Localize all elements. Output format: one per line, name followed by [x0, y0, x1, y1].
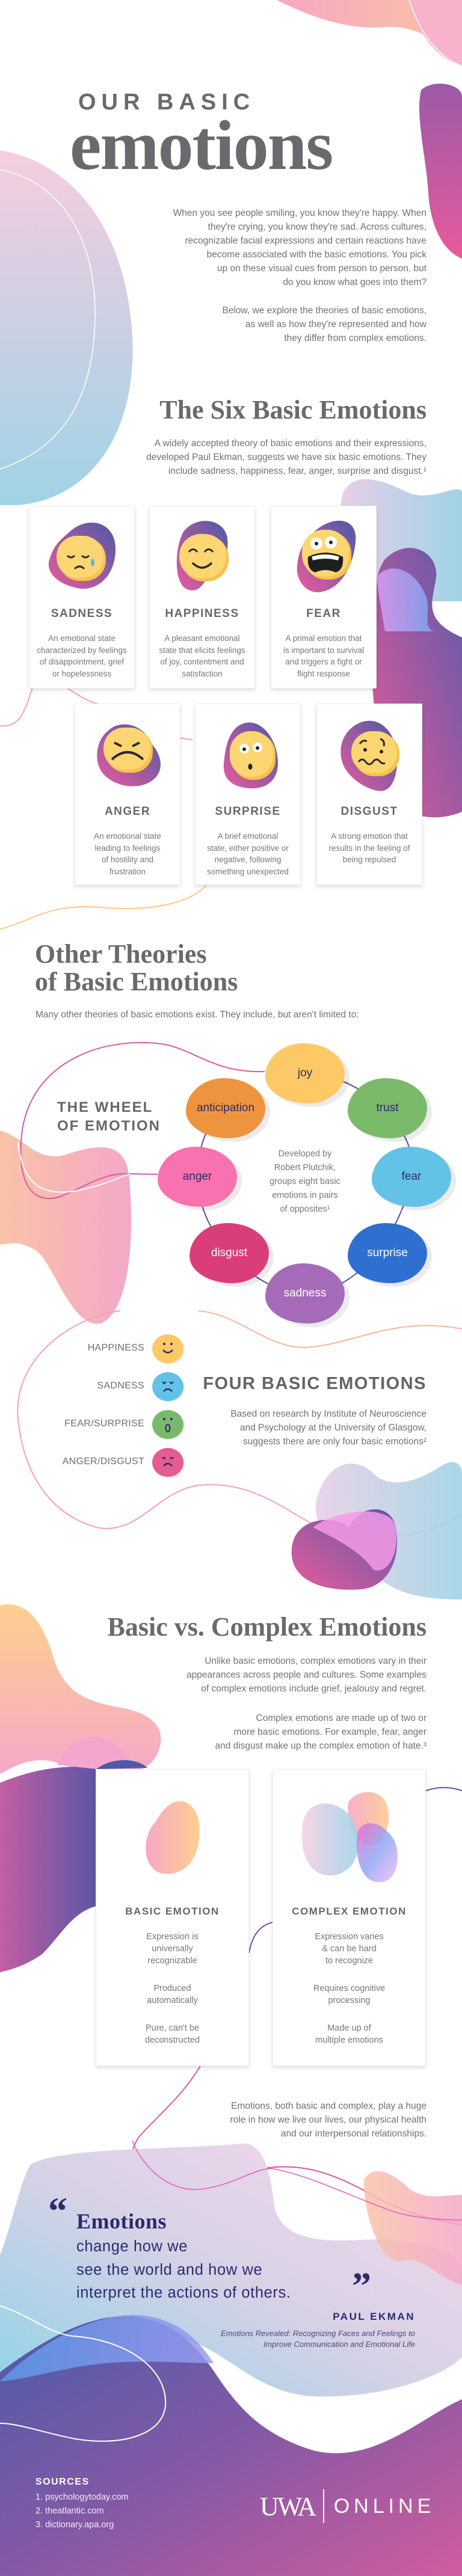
wheel-emotion-fear: fear: [372, 1147, 451, 1207]
six-basic-text: A widely accepted theory of basic emotio…: [146, 438, 427, 476]
emotion-card-disgust: DISGUST A strong emotion that results in…: [316, 704, 422, 885]
emotion-card-sadness: SADNESS An emotional state characterized…: [29, 506, 135, 688]
compare-text-2: Complex emotions are made up of two or m…: [215, 1713, 427, 1751]
bubble-label: trust: [376, 1102, 399, 1114]
quote-source: Emotions Revealed: Recognizing Faces and…: [220, 2329, 415, 2349]
wheel-emotion-anger: anger: [158, 1147, 237, 1207]
card-description: An emotional state leading to feelings o…: [94, 832, 161, 876]
angry-face-icon: [97, 724, 161, 787]
bubble-label: fear: [401, 1170, 422, 1183]
close-quote-icon: ”: [352, 2265, 371, 2307]
four-label-fear-surprise: FEAR/SURPRISE: [64, 1418, 144, 1429]
four-basic-title: FOUR BASIC EMOTIONS: [203, 1374, 427, 1393]
card-title: DISGUST: [340, 805, 398, 818]
emotion-card-surprise: SURPRISE A brief emotional state, either…: [195, 704, 301, 885]
heading-line-2: of Basic Emotions: [35, 967, 238, 996]
card-title: FEAR: [306, 607, 341, 620]
emotion-card-happiness: HAPPINESS A pleasant emotional state tha…: [149, 506, 255, 688]
logo-divider: [323, 2489, 324, 2523]
four-basic-text: Based on research by Institute of Neuros…: [230, 1409, 427, 1447]
bubble-label: sadness: [283, 1287, 327, 1299]
intro-paragraph: When you see people smiling, you know th…: [173, 208, 427, 287]
logo-text: ONLINE: [333, 2494, 436, 2518]
sources-title: SOURCES: [35, 2477, 90, 2487]
card-description: A pleasant emotional state that elicits …: [159, 634, 245, 678]
fear-face-icon: [297, 520, 356, 592]
sad-face-icon: [48, 523, 116, 589]
four-label-sadness: SADNESS: [97, 1381, 144, 1391]
wheel-emotion-trust: trust: [348, 1078, 427, 1138]
emotion-card-anger: ANGER An emotional state leading to feel…: [75, 704, 180, 885]
bubble-label: anticipation: [196, 1102, 255, 1114]
basic-emotion-blob-icon: [146, 1801, 200, 1874]
complex-emotion-card: COMPLEX EMOTION Expression varies & can …: [273, 1769, 426, 2066]
four-label-happiness: HAPPINESS: [87, 1343, 144, 1353]
smile-face-icon: [152, 1334, 185, 1364]
card-title: HAPPINESS: [165, 607, 239, 620]
logo-mark: UWA: [260, 2491, 316, 2521]
bubble-label: anger: [182, 1170, 212, 1183]
complex-item-2: Requires cognitive processing: [313, 1984, 386, 2005]
kicker-title: OUR BASIC: [78, 90, 256, 115]
card-description: A strong emotion that results in the fee…: [328, 832, 410, 864]
card-description: An emotional state characterized by feel…: [37, 634, 127, 678]
quote-author: PAUL EKMAN: [333, 2311, 415, 2322]
wheel-emotion-disgust: disgust: [189, 1223, 269, 1283]
surprised-face-icon: [223, 722, 279, 789]
bubble-label: joy: [297, 1067, 313, 1079]
basic-item-1: Expression is universally recognizable: [146, 1932, 199, 1966]
section-heading-basic-vs-complex: Basic vs. Complex Emotions: [107, 1612, 427, 1642]
complex-item-3: Made up of multiple emotions: [315, 2023, 383, 2045]
closing-paragraph: Emotions, both basic and complex, play a…: [230, 2101, 427, 2139]
heading-line-1: Other Theories: [35, 939, 207, 969]
complex-emotion-blobs-icon: [301, 1792, 398, 1883]
card-title: BASIC EMOTION: [125, 1906, 220, 1917]
source-item[interactable]: 3. dictionary.apa.org: [35, 2520, 114, 2530]
section-heading-other-theories: Other Theories of Basic Emotions: [35, 940, 238, 996]
four-label-anger-disgust: ANGER/DISGUST: [62, 1456, 144, 1467]
basic-item-2: Produced automatically: [147, 1984, 198, 2005]
wheel-title: THE WHEEL OF EMOTION: [57, 1099, 161, 1134]
card-title: SURPRISE: [215, 805, 281, 818]
sources-list: 1. psychologytoday.com 2. theatlantic.co…: [35, 2491, 128, 2532]
wheel-emotion-surprise: surprise: [348, 1223, 427, 1283]
angry-face-icon: [152, 1448, 185, 1478]
other-theories-text: Many other theories of basic emotions ex…: [35, 1010, 359, 1020]
complex-item-1: Expression varies & can be hard to recog…: [315, 1932, 384, 1966]
basic-item-3: Pure, can't be deconstructed: [144, 2023, 200, 2045]
card-description: A primal emotion that is important to su…: [283, 634, 365, 678]
uwa-online-logo: UWA ONLINE: [260, 2489, 435, 2523]
wheel-emotion-sadness: sadness: [265, 1263, 345, 1323]
main-title: emotions: [70, 106, 333, 185]
basic-emotion-card: BASIC EMOTION Expression is universally …: [96, 1769, 249, 2066]
intro-paragraph-2: Below, we explore the theories of basic …: [222, 305, 427, 343]
quote-lead: Emotions: [76, 2209, 167, 2233]
disgusted-face-icon: [340, 720, 399, 791]
quote-body: change how we see the world and how we i…: [76, 2238, 291, 2301]
card-title: COMPLEX EMOTION: [292, 1906, 407, 1917]
wheel-note: Developed by Robert Plutchik, groups eig…: [270, 1149, 340, 1214]
open-quote-icon: “: [48, 2189, 67, 2232]
bubble-label: surprise: [367, 1247, 408, 1259]
card-title: SADNESS: [51, 607, 113, 620]
shocked-face-icon: [152, 1410, 185, 1440]
happy-face-icon: [176, 521, 229, 590]
wheel-emotion-anticipation: anticipation: [186, 1078, 265, 1138]
emotion-card-fear: FEAR A primal emotion that is important …: [271, 506, 377, 688]
card-title: ANGER: [104, 805, 151, 818]
compare-text-1: Unlike basic emotions, complex emotions …: [186, 1656, 427, 1694]
source-item[interactable]: 2. theatlantic.com: [35, 2506, 104, 2516]
bubble-label: disgust: [211, 1247, 248, 1259]
source-item[interactable]: 1. psychologytoday.com: [35, 2492, 129, 2502]
wheel-emotion-joy: joy: [265, 1043, 345, 1103]
sad-face-icon: [152, 1372, 185, 1402]
section-heading-six-basic: The Six Basic Emotions: [159, 395, 427, 425]
card-description: A brief emotional state, either positive…: [207, 832, 289, 876]
